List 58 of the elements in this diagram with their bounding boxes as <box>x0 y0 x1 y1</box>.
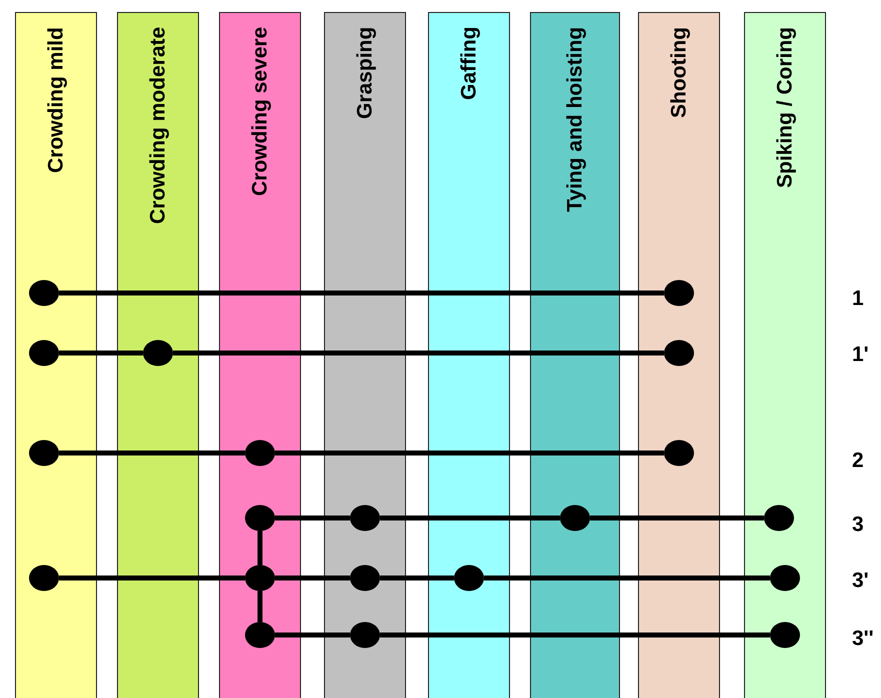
connector-line <box>484 576 770 580</box>
column-heading: Crowding mild <box>44 27 68 175</box>
dot-marker <box>244 440 274 466</box>
dot-marker <box>350 564 380 590</box>
column-band <box>428 12 510 698</box>
dot-marker <box>764 504 794 530</box>
column-heading: Crowding moderate <box>146 27 170 226</box>
dot-marker <box>28 440 58 466</box>
dot-marker <box>350 622 380 648</box>
connector-line <box>59 290 664 296</box>
dot-marker <box>770 564 800 590</box>
column-band <box>324 12 406 698</box>
dot-marker <box>142 340 172 366</box>
connector-line <box>258 591 262 622</box>
column-heading: Grasping <box>352 27 378 122</box>
column-band <box>530 12 620 698</box>
connector-line <box>590 516 764 520</box>
row-label: 1 <box>852 287 864 311</box>
dot-marker <box>664 280 694 306</box>
dot-marker <box>28 564 58 590</box>
dot-marker <box>244 564 274 590</box>
connector-line <box>59 576 245 580</box>
dot-marker <box>770 622 800 648</box>
connector-line <box>59 350 143 356</box>
column-band <box>638 12 720 698</box>
column-heading: Tying and hoisting <box>562 27 588 214</box>
connector-line <box>275 632 350 638</box>
dot-marker <box>560 504 590 530</box>
connector-line <box>380 632 770 638</box>
dot-marker <box>664 440 694 466</box>
row-label: 3'' <box>852 627 874 651</box>
connector-line <box>59 450 245 456</box>
connector-line <box>258 531 262 565</box>
connector-line <box>275 450 664 456</box>
column-band <box>219 12 301 698</box>
column-band <box>744 12 826 698</box>
column-heading: Spiking / Coring <box>772 27 798 190</box>
dot-marker <box>28 280 58 306</box>
connector-line <box>173 350 664 356</box>
column-band <box>15 12 97 698</box>
row-label: 3' <box>852 569 869 593</box>
dot-marker <box>244 504 274 530</box>
dot-marker <box>350 504 380 530</box>
column-heading: Crowding severe <box>248 27 272 198</box>
dot-marker <box>244 622 274 648</box>
connector-line <box>275 516 350 520</box>
dot-marker <box>664 340 694 366</box>
row-label: 3 <box>852 513 864 537</box>
row-label: 1' <box>852 343 869 367</box>
column-heading: Shooting <box>666 27 692 120</box>
connector-line <box>380 516 560 520</box>
row-label: 2 <box>852 449 864 473</box>
connector-line <box>275 576 350 580</box>
column-heading: Gaffing <box>456 27 482 102</box>
dot-marker <box>28 340 58 366</box>
connector-line <box>380 576 454 580</box>
column-band <box>117 12 199 698</box>
dot-marker <box>454 564 484 590</box>
